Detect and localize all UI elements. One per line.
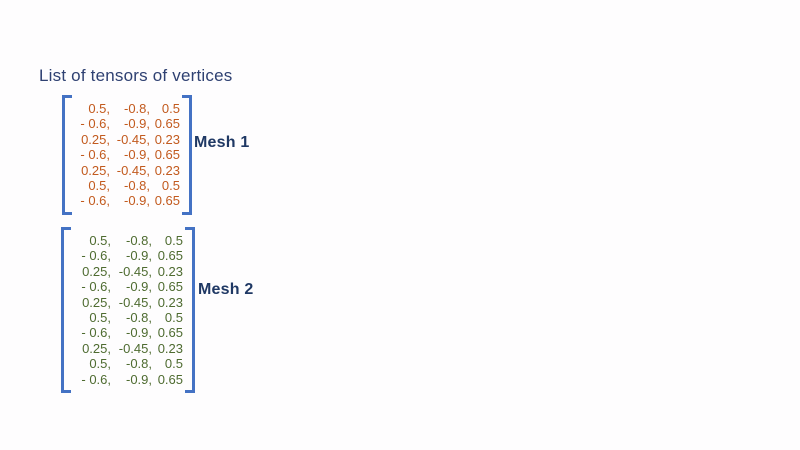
matrix-cell: 0.5 bbox=[164, 356, 183, 372]
matrix-cell: 0.25, bbox=[82, 294, 111, 310]
matrix-cell: 0.65 bbox=[154, 116, 180, 132]
matrix-cell: 0.5, bbox=[89, 356, 111, 372]
matrix-cell: -0.8, bbox=[123, 101, 150, 116]
matrix-cell: -0.9, bbox=[123, 147, 150, 163]
matrix-cell: - 0.6, bbox=[81, 279, 111, 295]
matrix-cell: -0.8, bbox=[125, 310, 152, 326]
matrix-cell: - 0.6, bbox=[81, 248, 111, 264]
matrix-cell: 0.25, bbox=[81, 162, 110, 178]
matrix-row: 0.25, -0.45,0.23 bbox=[72, 132, 180, 147]
matrix-row: 0.25, -0.45, 0.23 bbox=[71, 264, 183, 279]
matrix-row: 0.5, -0.8, 0.5 bbox=[72, 178, 180, 193]
matrix-cell: 0.65 bbox=[157, 371, 183, 387]
matrix-row: - 0.6, -0.9,0.65 bbox=[72, 116, 180, 131]
matrix-cell: - 0.6, bbox=[80, 116, 110, 132]
matrix-cell: 0.5, bbox=[89, 233, 111, 248]
matrix-row: - 0.6, -0.9,0.65 bbox=[72, 193, 180, 208]
matrix-cell: 0.65 bbox=[157, 279, 183, 295]
matrix-row: 0.25, -0.45, 0.23 bbox=[71, 295, 183, 310]
matrix-cell: - 0.6, bbox=[81, 371, 111, 387]
mesh2-label: Mesh 2 bbox=[198, 281, 254, 298]
matrix-row: 0.5, -0.8, 0.5 bbox=[72, 101, 180, 116]
matrix-cell: 0.5 bbox=[164, 233, 183, 248]
matrix-cell: - 0.6, bbox=[81, 325, 111, 341]
matrix-cell: 0.5 bbox=[164, 310, 183, 326]
matrix-cell: -0.9, bbox=[125, 371, 152, 387]
matrix-cell: -0.45, bbox=[116, 162, 150, 178]
matrix-cell: 0.23 bbox=[154, 162, 180, 178]
matrix-cell: 0.5, bbox=[88, 178, 110, 194]
mesh1-right-bracket bbox=[182, 95, 192, 215]
matrix-cell: 0.23 bbox=[157, 340, 183, 356]
matrix-cell: 0.5, bbox=[89, 310, 111, 326]
matrix-cell: 0.25, bbox=[81, 131, 110, 147]
matrix-row: - 0.6, -0.9,0.65 bbox=[72, 147, 180, 162]
matrix-cell: 0.23 bbox=[157, 263, 183, 279]
mesh2-right-bracket bbox=[185, 227, 195, 394]
matrix-cell: 0.5 bbox=[161, 178, 180, 194]
matrix-cell: - 0.6, bbox=[80, 193, 110, 209]
matrix-row: - 0.6, -0.9, 0.65 bbox=[71, 372, 183, 387]
matrix-cell: -0.8, bbox=[125, 356, 152, 372]
matrix-cell: - 0.6, bbox=[80, 147, 110, 163]
matrix-cell: -0.9, bbox=[123, 116, 150, 132]
matrix-cell: 0.23 bbox=[157, 294, 183, 310]
mesh1-label: Mesh 1 bbox=[194, 134, 250, 151]
matrix-cell: 0.65 bbox=[154, 147, 180, 163]
matrix-row: 0.25, -0.45, 0.23 bbox=[71, 341, 183, 356]
matrix-cell: 0.25, bbox=[82, 340, 111, 356]
matrix-cell: -0.45, bbox=[118, 340, 152, 356]
matrix-cell: 0.65 bbox=[154, 193, 180, 209]
matrix-cell: -0.45, bbox=[118, 263, 152, 279]
matrix-row: 0.5, -0.8, 0.5 bbox=[71, 233, 183, 248]
page-title: List of tensors of vertices bbox=[39, 66, 233, 85]
matrix-cell: -0.8, bbox=[123, 178, 150, 194]
matrix-cell: 0.65 bbox=[157, 325, 183, 341]
matrix-cell: -0.9, bbox=[125, 325, 152, 341]
matrix-row: - 0.6, -0.9, 0.65 bbox=[71, 325, 183, 340]
matrix-cell: 0.5, bbox=[88, 101, 110, 116]
matrix-cell: 0.25, bbox=[82, 263, 111, 279]
matrix-cell: -0.9, bbox=[123, 193, 150, 209]
matrix-cell: 0.65 bbox=[157, 248, 183, 264]
matrix-cell: -0.9, bbox=[125, 248, 152, 264]
matrix-row: - 0.6, -0.9, 0.65 bbox=[71, 279, 183, 294]
mesh1-left-bracket bbox=[62, 95, 72, 215]
matrix-row: 0.25, -0.45,0.23 bbox=[72, 163, 180, 178]
matrix-row: 0.5, -0.8, 0.5 bbox=[71, 310, 183, 325]
matrix-cell: -0.45, bbox=[116, 131, 150, 147]
mesh2-left-bracket bbox=[61, 227, 71, 394]
matrix-cell: -0.45, bbox=[118, 294, 152, 310]
matrix-cell: -0.8, bbox=[125, 233, 152, 248]
matrix-row: 0.5, -0.8, 0.5 bbox=[71, 356, 183, 371]
matrix-cell: 0.5 bbox=[161, 101, 180, 116]
matrix-row: - 0.6, -0.9, 0.65 bbox=[71, 248, 183, 263]
matrix-cell: 0.23 bbox=[154, 131, 180, 147]
matrix-cell: -0.9, bbox=[125, 279, 152, 295]
